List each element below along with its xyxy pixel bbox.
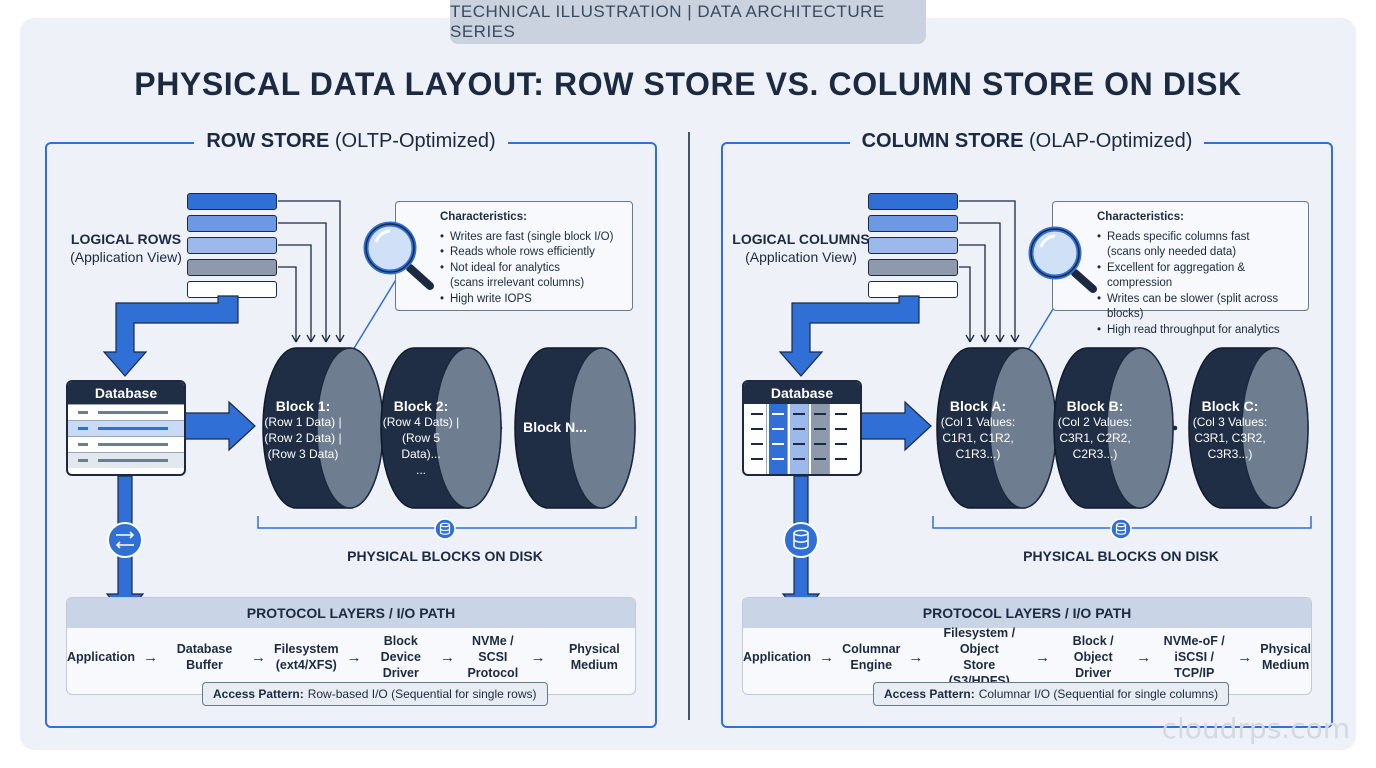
protocol-step: Application	[743, 650, 812, 664]
db-column	[769, 404, 788, 474]
logical-row-bar	[187, 237, 277, 254]
column-access-pattern: Access Pattern:Columnar I/O (Sequential …	[873, 682, 1230, 706]
magnifier-icon	[1028, 226, 1097, 293]
db-column	[748, 404, 767, 474]
series-banner: TECHNICAL ILLUSTRATION | DATA ARCHITECTU…	[450, 0, 926, 44]
block-c-label: Block C: (Col 3 Values: C3R1, C3R2, C3R3…	[1192, 398, 1268, 461]
db-row	[68, 436, 184, 452]
logical-row-bar	[187, 215, 277, 232]
page-title: PHYSICAL DATA LAYOUT: ROW STORE VS. COLU…	[134, 66, 1242, 102]
disk-block-b	[1053, 347, 1174, 509]
block-n-label: Block N...	[523, 419, 587, 435]
column-characteristics-box: Characteristics: Reads specific columns …	[1052, 201, 1309, 338]
column-physical-blocks-label: PHYSICAL BLOCKS ON DISK	[1023, 548, 1219, 564]
protocol-step: Application	[67, 650, 136, 664]
logical-row-bar	[187, 259, 277, 276]
database-header: Database	[744, 382, 860, 404]
database-header: Database	[68, 382, 184, 404]
protocol-step: Database Buffer	[176, 642, 233, 672]
column-store-panel: COLUMN STORE (OLAP-Optimized)	[721, 130, 1333, 728]
watermark: cloudrps.com	[1161, 712, 1350, 745]
protocol-step: NVMe-oF /iSCSI / TCP/IP	[1163, 634, 1225, 680]
logical-column-bar	[868, 193, 958, 210]
logical-column-bar	[868, 237, 958, 254]
protocol-title: PROTOCOL LAYERS / I/O PATH	[743, 598, 1311, 628]
column-database-table: Database	[742, 380, 862, 476]
block-1-label: Block 1: (Row 1 Data) | (Row 2 Data) | (…	[264, 398, 342, 461]
disk-block-c	[1188, 347, 1309, 509]
row-database-table: Database	[66, 380, 186, 476]
db-column-lines	[751, 413, 847, 460]
row-protocol-box: PROTOCOL LAYERS / I/O PATH Application →…	[66, 597, 636, 695]
disk-block-n	[514, 347, 636, 509]
row-store-title: ROW STORE (OLTP-Optimized)	[194, 130, 508, 152]
center-divider	[688, 132, 690, 720]
db-column	[811, 404, 830, 474]
row-characteristics-box: Characteristics: Writes are fast (single…	[395, 201, 633, 311]
protocol-step: Filesystem(ext4/XFS)	[273, 642, 339, 672]
row-store-panel: ROW STORE (OLTP-Optimized)	[45, 130, 657, 728]
disk-block-a	[936, 347, 1057, 509]
disk-block-2	[380, 347, 502, 509]
block-b-label: Block B: (Col 2 Values: C3R1, C2R2, C2R3…	[1057, 398, 1133, 461]
logical-rows-label: LOGICAL ROWS (Application View)	[70, 231, 182, 265]
row-physical-blocks-label: PHYSICAL BLOCKS ON DISK	[347, 548, 543, 564]
logical-row-bar	[187, 193, 277, 210]
protocol-title: PROTOCOL LAYERS / I/O PATH	[67, 598, 635, 628]
disk-block-1	[262, 347, 384, 509]
db-row	[68, 420, 184, 436]
db-column	[832, 404, 850, 474]
block-a-label: Block A: (Col 1 Values: C1R1, C1R2, C1R3…	[940, 398, 1016, 461]
logical-column-bar	[868, 259, 958, 276]
protocol-step: Physical Medium	[568, 642, 620, 672]
block-2-label: Block 2: (Row 4 Dats) | (Row 5 Data)... …	[382, 398, 460, 477]
row-protocol-steps: Application → Database Buffer → Filesyst…	[67, 628, 635, 686]
db-row	[68, 404, 184, 420]
row-access-pattern: Access Pattern:Row-based I/O (Sequential…	[202, 682, 548, 706]
db-row	[68, 452, 184, 468]
magnifier-icon	[363, 221, 434, 290]
column-store-title: COLUMN STORE (OLAP-Optimized)	[849, 130, 1205, 152]
db-column	[790, 404, 809, 474]
column-protocol-box: PROTOCOL LAYERS / I/O PATH Application →…	[742, 597, 1312, 695]
logical-columns-label: LOGICAL COLUMNS (Application View)	[732, 231, 870, 265]
logical-column-bar	[868, 215, 958, 232]
